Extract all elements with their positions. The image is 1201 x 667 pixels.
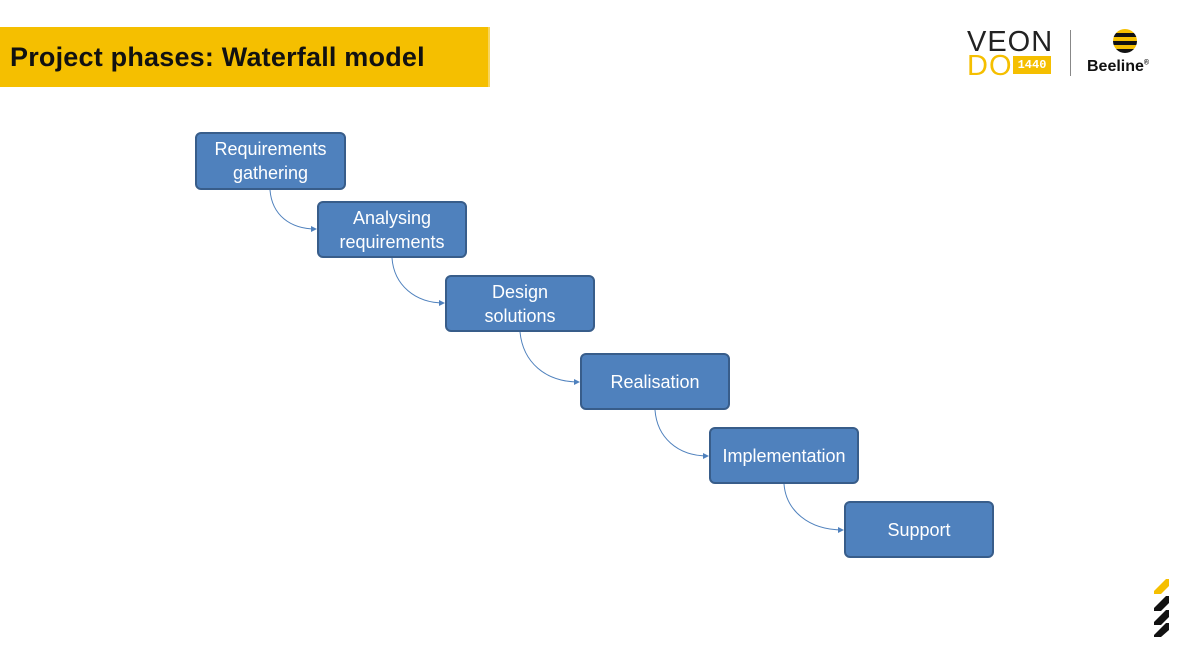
logo-area: VEON DO 1440 Beeline® (967, 26, 1177, 82)
beeline-stripes-icon (1154, 579, 1169, 637)
veon-logo-text: VEON (967, 26, 1054, 58)
connector-1-2 (269, 189, 317, 232)
connector-2-3 (391, 257, 445, 306)
node-design-solutions: Design solutions (445, 275, 595, 332)
badge-1440: 1440 (1013, 56, 1051, 74)
slide-title: Project phases: Waterfall model (10, 41, 425, 72)
beeline-logo: Beeline® (1087, 58, 1149, 76)
logo-divider (1070, 30, 1071, 76)
node-analysing-requirements: Analysing requirements (317, 201, 467, 258)
connector-3-4 (519, 331, 580, 385)
node-support: Support (844, 501, 994, 558)
do-logo-text: DO (967, 50, 1013, 82)
beeline-logo-text: Beeline (1087, 58, 1144, 75)
title-bar: Project phases: Waterfall model (0, 27, 490, 87)
beeline-ball-icon (1113, 29, 1137, 53)
node-requirements-gathering: Requirements gathering (195, 132, 346, 190)
node-realisation: Realisation (580, 353, 730, 410)
connector-5-6 (783, 483, 844, 533)
registered-mark: ® (1143, 59, 1150, 67)
node-implementation: Implementation (709, 427, 859, 484)
connector-4-5 (654, 409, 709, 459)
